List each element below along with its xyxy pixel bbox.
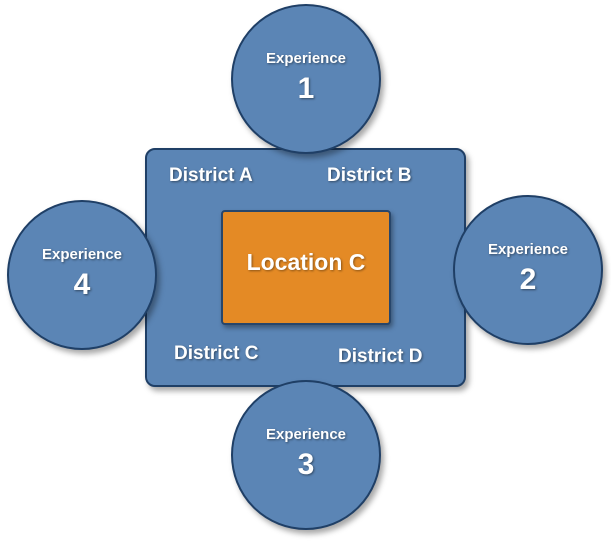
experience-2-number: 2: [519, 263, 537, 296]
experience-1-circle: Experience 1: [231, 4, 381, 154]
experience-3-label: Experience: [265, 426, 347, 443]
district-a-label: District A: [169, 165, 253, 186]
experience-1-label: Experience: [265, 50, 347, 67]
district-b-label: District B: [327, 165, 412, 186]
experience-2-label: Experience: [487, 241, 569, 258]
district-d-label: District D: [338, 346, 423, 367]
experience-4-number: 4: [73, 268, 91, 301]
location-label: Location C: [246, 249, 366, 275]
experience-3-number: 3: [297, 448, 315, 481]
experience-2-circle: Experience 2: [453, 195, 603, 345]
experience-4-label: Experience: [41, 246, 123, 263]
experience-1-number: 1: [297, 72, 315, 105]
location-box: Location C: [221, 210, 391, 325]
experience-3-circle: Experience 3: [231, 380, 381, 530]
experience-4-circle: Experience 4: [7, 200, 157, 350]
district-c-label: District C: [174, 343, 259, 364]
